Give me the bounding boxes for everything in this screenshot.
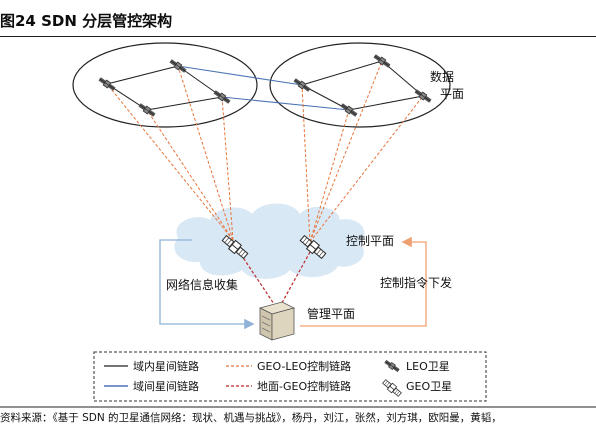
legend-label-ground-geo: 地面-GEO控制链路 xyxy=(257,379,351,393)
inter-domain-links xyxy=(177,65,350,111)
figure-title: 图24 SDN 分层管控架构 xyxy=(0,12,173,30)
leo-satellite-icon xyxy=(137,101,157,119)
legend-label-inter: 域间星间链路 xyxy=(133,379,199,393)
legend-label-geo: GEO卫星 xyxy=(406,380,452,393)
leo-satellite-icon xyxy=(212,88,232,106)
leo-satellites xyxy=(97,52,433,119)
management-plane-label: 管理平面 xyxy=(307,306,355,321)
legend-label-leo: LEO卫星 xyxy=(406,360,450,373)
intra-domain-links xyxy=(106,60,424,111)
legend-label-intra: 域内星间链路 xyxy=(133,359,199,373)
data-plane-domain-right xyxy=(269,42,451,128)
legend-box xyxy=(93,351,487,402)
data-plane-label-1: 数据 xyxy=(430,69,454,84)
info-collect-label: 网络信息收集 xyxy=(166,277,238,292)
leo-satellite-icon xyxy=(97,75,117,93)
leo-satellite-icon xyxy=(339,101,359,119)
legend-geo-satellite-icon xyxy=(381,378,403,398)
data-plane-label-2: 平面 xyxy=(440,87,464,101)
geo-leo-control-links xyxy=(106,60,424,243)
info-collection-arrow xyxy=(159,239,255,330)
management-server-icon xyxy=(258,301,296,341)
leo-satellite-icon xyxy=(372,52,392,70)
data-plane-domain-left xyxy=(72,42,258,128)
source-footnote: 资料来源：《基于 SDN 的卫星通信网络：现状、机遇与挑战》，杨丹，刘江，张然，… xyxy=(0,412,502,424)
legend: 域内星间链路 域间星间链路 GEO-LEO控制链路 地面-GEO控制链路 LEO… xyxy=(104,358,452,398)
control-command-label: 控制指令下发 xyxy=(380,275,452,290)
figure-header: 图24 SDN 分层管控架构 xyxy=(0,0,596,40)
leo-satellite-icon xyxy=(413,87,433,105)
control-plane-label: 控制平面 xyxy=(346,234,394,248)
ground-geo-control-links xyxy=(237,249,311,311)
leo-satellite-icon xyxy=(168,57,188,75)
legend-label-geo-leo: GEO-LEO控制链路 xyxy=(257,359,351,373)
legend-leo-satellite-icon xyxy=(383,358,401,374)
control-plane-cloud xyxy=(174,203,365,279)
title-rule xyxy=(0,36,596,37)
control-command-arrow xyxy=(300,236,427,327)
